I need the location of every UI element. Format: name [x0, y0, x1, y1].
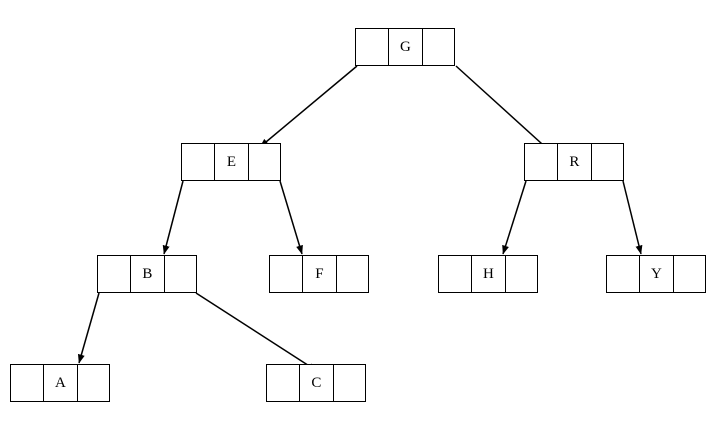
tree-node-r[interactable]: R	[524, 143, 624, 181]
tree-node-a[interactable]: A	[10, 364, 110, 402]
tree-node-f[interactable]: F	[269, 255, 369, 293]
tree-node-y[interactable]: Y	[606, 255, 706, 293]
tree-node-b[interactable]: B	[97, 255, 197, 293]
left-pointer-cell	[11, 365, 44, 401]
node-label: A	[44, 365, 77, 401]
tree-edge-g-to-e	[259, 65, 358, 148]
node-label: B	[131, 256, 164, 292]
tree-node-c[interactable]: C	[266, 364, 366, 402]
right-pointer-cell	[673, 256, 705, 292]
tree-edge-e-to-b	[162, 180, 184, 255]
node-label: H	[472, 256, 505, 292]
left-pointer-cell	[607, 256, 640, 292]
right-pointer-cell	[422, 29, 454, 65]
left-pointer-cell	[98, 256, 131, 292]
tree-edge-b-to-a	[77, 292, 100, 364]
left-pointer-cell	[525, 144, 558, 180]
left-pointer-cell	[270, 256, 303, 292]
right-pointer-cell	[336, 256, 368, 292]
node-label: Y	[640, 256, 673, 292]
left-pointer-cell	[356, 29, 389, 65]
left-pointer-cell	[439, 256, 472, 292]
left-pointer-cell	[267, 365, 300, 401]
tree-edge-g-to-r	[455, 65, 553, 154]
tree-edge-r-to-h	[502, 180, 527, 255]
tree-node-h[interactable]: H	[438, 255, 538, 293]
right-pointer-cell	[333, 365, 365, 401]
right-pointer-cell	[505, 256, 537, 292]
tree-node-e[interactable]: E	[181, 143, 281, 181]
node-label: R	[558, 144, 591, 180]
right-pointer-cell	[164, 256, 196, 292]
right-pointer-cell	[591, 144, 623, 180]
node-label: E	[215, 144, 248, 180]
left-pointer-cell	[182, 144, 215, 180]
tree-edge-b-to-c	[195, 292, 318, 372]
right-pointer-cell	[77, 365, 109, 401]
tree-node-g[interactable]: G	[355, 28, 455, 66]
right-pointer-cell	[248, 144, 280, 180]
node-label: C	[300, 365, 333, 401]
tree-edge-r-to-y	[622, 180, 643, 255]
node-label: G	[389, 29, 422, 65]
tree-edge-e-to-f	[279, 180, 303, 255]
node-label: F	[303, 256, 336, 292]
